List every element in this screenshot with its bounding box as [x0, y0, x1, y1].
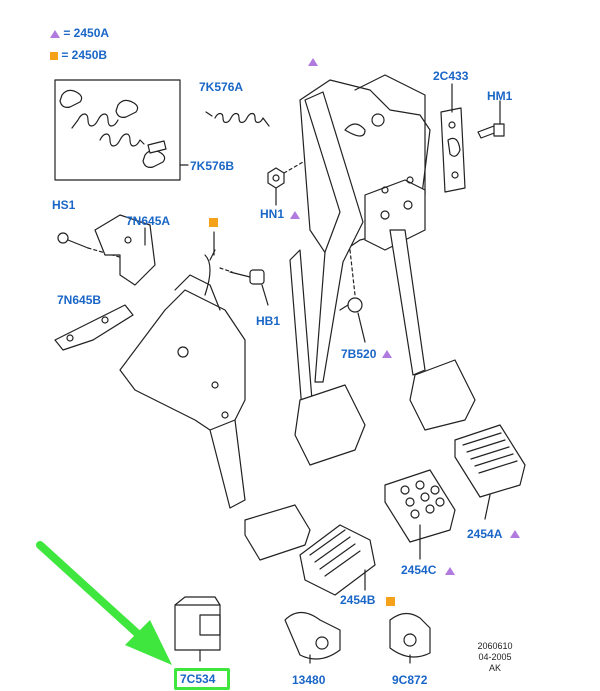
part-label-hs1[interactable]: HS1: [52, 198, 76, 212]
retaining-clip-icon: [54, 304, 134, 351]
triangle-marker-icon: [308, 58, 318, 66]
screw-icon: [57, 232, 89, 249]
bracket-plate-icon: [440, 107, 466, 193]
part-label-7b520[interactable]: 7B520: [341, 347, 377, 361]
triangle-marker-icon: [510, 530, 520, 538]
triangle-marker-icon: [445, 567, 455, 575]
part-label-2c433[interactable]: 2C433: [433, 69, 469, 83]
square-marker-icon: [209, 218, 218, 227]
part-label-7k576b[interactable]: 7K576B: [190, 159, 235, 173]
part-label-7n645b[interactable]: 7N645B: [57, 293, 102, 307]
footer-code: 2060610: [477, 641, 513, 651]
switch-9c872-icon: [389, 612, 431, 658]
accelerator-arm: [389, 229, 476, 431]
bolt-hb1-icon: [229, 269, 265, 285]
pedal-cover-2454a: [454, 424, 526, 498]
part-label-2454c[interactable]: 2454C: [401, 563, 437, 577]
clutch-pedal-arm: [209, 419, 246, 509]
spring-icon: [71, 113, 145, 147]
brake-pedal-pad: [294, 384, 366, 466]
part-label-7n645a[interactable]: 7N645A: [126, 214, 171, 228]
triangle-legend-icon: [50, 29, 60, 38]
legend-triangle: = 2450A: [50, 26, 109, 40]
footer-date: 04-2005: [478, 652, 512, 662]
highlight-arrow-icon: [36, 541, 172, 665]
part-label-hb1[interactable]: HB1: [256, 314, 281, 328]
square-marker-icon: [386, 597, 395, 606]
part-label-2454b[interactable]: 2454B: [340, 593, 376, 607]
switch-13480-icon: [284, 611, 341, 660]
part-label-hn1[interactable]: HN1: [260, 207, 285, 221]
pedal-cover-2454b: [299, 524, 376, 596]
switch-7c534-icon: [174, 596, 221, 651]
legend-triangle-text: = 2450A: [63, 26, 110, 40]
legend-square: = 2450B: [50, 48, 107, 62]
highlight-box: [174, 668, 230, 690]
part-label-7c534[interactable]: 7C534: [180, 672, 216, 686]
triangle-marker-icon: [382, 350, 392, 358]
square-legend-icon: [50, 51, 58, 60]
triangle-markers: [290, 58, 520, 575]
return-spring-icon: [205, 111, 270, 127]
square-markers: [209, 218, 395, 606]
part-label-9c872[interactable]: 9C872: [392, 673, 428, 687]
part-label-7k576a[interactable]: 7K576A: [199, 80, 244, 94]
diagram-footer: 2060610 04-2005 AK: [470, 641, 520, 674]
kit-box: [54, 79, 181, 181]
mount-bracket-icon: [94, 214, 156, 286]
legend-square-text: = 2450B: [61, 48, 108, 62]
stop-pin-icon: [339, 297, 363, 313]
part-label-hm1[interactable]: HM1: [487, 89, 513, 103]
footer-initials: AK: [488, 663, 501, 673]
part-label-13480[interactable]: 13480: [292, 673, 326, 687]
clutch-pedal-pad: [244, 504, 311, 561]
nut-icon: [267, 167, 285, 189]
bolt-icon: [477, 123, 505, 139]
triangle-marker-icon: [290, 211, 300, 219]
part-label-2454a[interactable]: 2454A: [467, 527, 503, 541]
pedal-cover-2454c: [384, 469, 456, 543]
